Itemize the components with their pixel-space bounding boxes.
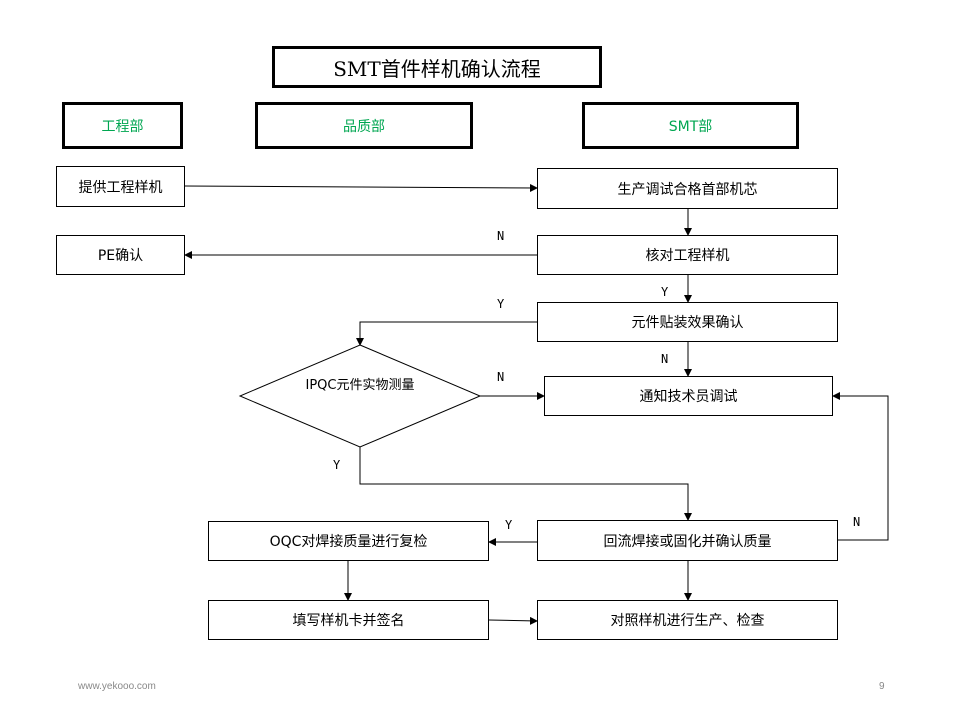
node-reflow-confirm: 回流焊接或固化并确认质量 bbox=[537, 520, 838, 561]
edge-label-reflow-to-notify: N bbox=[853, 515, 861, 529]
node-fill-card: 填写样机卡并签名 bbox=[208, 600, 489, 640]
node-component-confirm: 元件贴装效果确认 bbox=[537, 302, 838, 342]
edge-ipqc-to-reflow bbox=[359, 447, 692, 521]
edge-component-to-ipqc bbox=[356, 321, 537, 346]
node-pe-confirm: PE确认 bbox=[56, 235, 185, 275]
footer-page-number: 9 bbox=[879, 681, 885, 692]
edge-label-component-to-ipqc: Y bbox=[497, 297, 505, 311]
dept-engineering: 工程部 bbox=[62, 102, 183, 149]
edge-label-reflow-to-oqc: Y bbox=[505, 518, 513, 532]
node-notify-tech: 通知技术员调试 bbox=[544, 376, 833, 416]
edge-reflow-to-notify bbox=[832, 392, 889, 541]
dept-quality-label: 品质部 bbox=[343, 118, 385, 135]
node-check-sample: 核对工程样机 bbox=[537, 235, 838, 275]
ipqc-decision-diamond bbox=[238, 344, 482, 448]
dept-quality: 品质部 bbox=[255, 102, 473, 149]
edge-label-check-to-component: Y bbox=[661, 285, 669, 299]
dept-engineering-label: 工程部 bbox=[101, 118, 144, 135]
node-compare-produce: 对照样机进行生产、检查 bbox=[537, 600, 838, 640]
edge-label-check-to-pe: N bbox=[497, 229, 505, 243]
edge-card-to-compare bbox=[488, 616, 538, 625]
edge-label-component-to-notify: N bbox=[661, 352, 669, 366]
edge-label-ipqc-to-reflow: Y bbox=[333, 458, 341, 472]
dept-smt: SMT部 bbox=[582, 102, 799, 149]
node-ipqc-measure: IPQC元件实物测量 bbox=[305, 378, 415, 393]
edge-provide-to-produce bbox=[183, 183, 538, 192]
node-oqc-recheck: OQC对焊接质量进行复检 bbox=[208, 521, 489, 561]
dept-smt-label: SMT部 bbox=[668, 118, 713, 135]
node-provide-sample: 提供工程样机 bbox=[56, 166, 185, 207]
chart-title: SMT首件样机确认流程 bbox=[272, 46, 602, 88]
node-produce-debug: 生产调试合格首部机芯 bbox=[537, 168, 838, 209]
footer-site: www.yekooo.com bbox=[78, 681, 156, 692]
edge-label-ipqc-to-notify: N bbox=[497, 370, 505, 384]
